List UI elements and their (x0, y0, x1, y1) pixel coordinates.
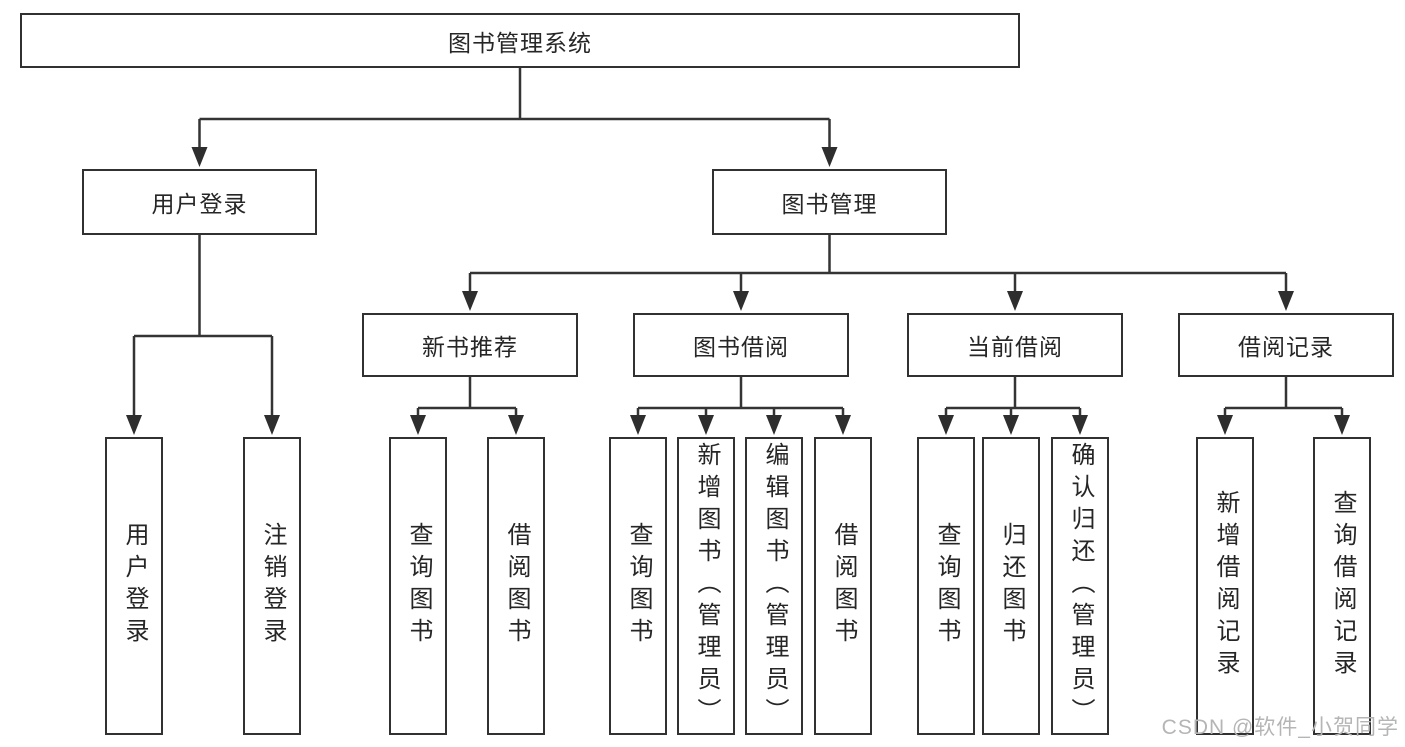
leaf-label: 查询图书 (625, 522, 652, 650)
leaf-query-books-current: 查询图书 (917, 437, 975, 735)
leaf-label: 借阅图书 (830, 522, 857, 650)
leaf-add-books-admin: 新增图书（管理员） (677, 437, 735, 735)
node-new-book-recommend: 新书推荐 (362, 313, 578, 377)
leaf-return-books: 归还图书 (982, 437, 1040, 735)
csdn-watermark: CSDN @软件_小贺同学 (1161, 716, 1399, 739)
leaf-query-books-recommend: 查询图书 (389, 437, 447, 735)
leaf-query-borrow-record: 查询借阅记录 (1313, 437, 1371, 735)
leaf-borrow-books: 借阅图书 (814, 437, 872, 735)
node-user-login: 用户登录 (82, 169, 317, 235)
leaf-add-borrow-record: 新增借阅记录 (1196, 437, 1254, 735)
node-current-borrow: 当前借阅 (907, 313, 1123, 377)
leaf-borrow-books-recommend: 借阅图书 (487, 437, 545, 735)
leaf-label: 新增借阅记录 (1212, 490, 1239, 682)
leaf-user-login: 用户登录 (105, 437, 163, 735)
node-label: 借阅记录 (1238, 334, 1334, 360)
node-label: 当前借阅 (967, 334, 1063, 360)
leaf-label: 查询借阅记录 (1329, 490, 1356, 682)
leaf-label: 借阅图书 (503, 522, 530, 650)
arrowheads (126, 147, 1350, 435)
leaf-label: 归还图书 (998, 522, 1025, 650)
node-library-system: 图书管理系统 (20, 13, 1020, 68)
leaf-label: 用户登录 (121, 522, 148, 650)
leaf-label: 编辑图书（管理员） (761, 442, 788, 730)
leaf-edit-books-admin: 编辑图书（管理员） (745, 437, 803, 735)
node-label: 图书借阅 (693, 334, 789, 360)
leaf-label: 确认归还（管理员） (1067, 442, 1094, 730)
leaf-logout: 注销登录 (243, 437, 301, 735)
node-book-borrow: 图书借阅 (633, 313, 849, 377)
node-label: 图书管理 (781, 191, 878, 217)
leaf-confirm-return-admin: 确认归还（管理员） (1051, 437, 1109, 735)
node-borrow-records: 借阅记录 (1178, 313, 1394, 377)
leaf-label: 注销登录 (259, 522, 286, 650)
leaf-label: 查询图书 (405, 522, 432, 650)
node-book-management: 图书管理 (712, 169, 947, 235)
leaf-label: 新增图书（管理员） (693, 442, 720, 730)
leaf-label: 查询图书 (933, 522, 960, 650)
node-label: 图书管理系统 (448, 29, 592, 56)
leaf-query-books-borrow: 查询图书 (609, 437, 667, 735)
node-label: 用户登录 (151, 191, 248, 217)
node-label: 新书推荐 (422, 334, 518, 360)
